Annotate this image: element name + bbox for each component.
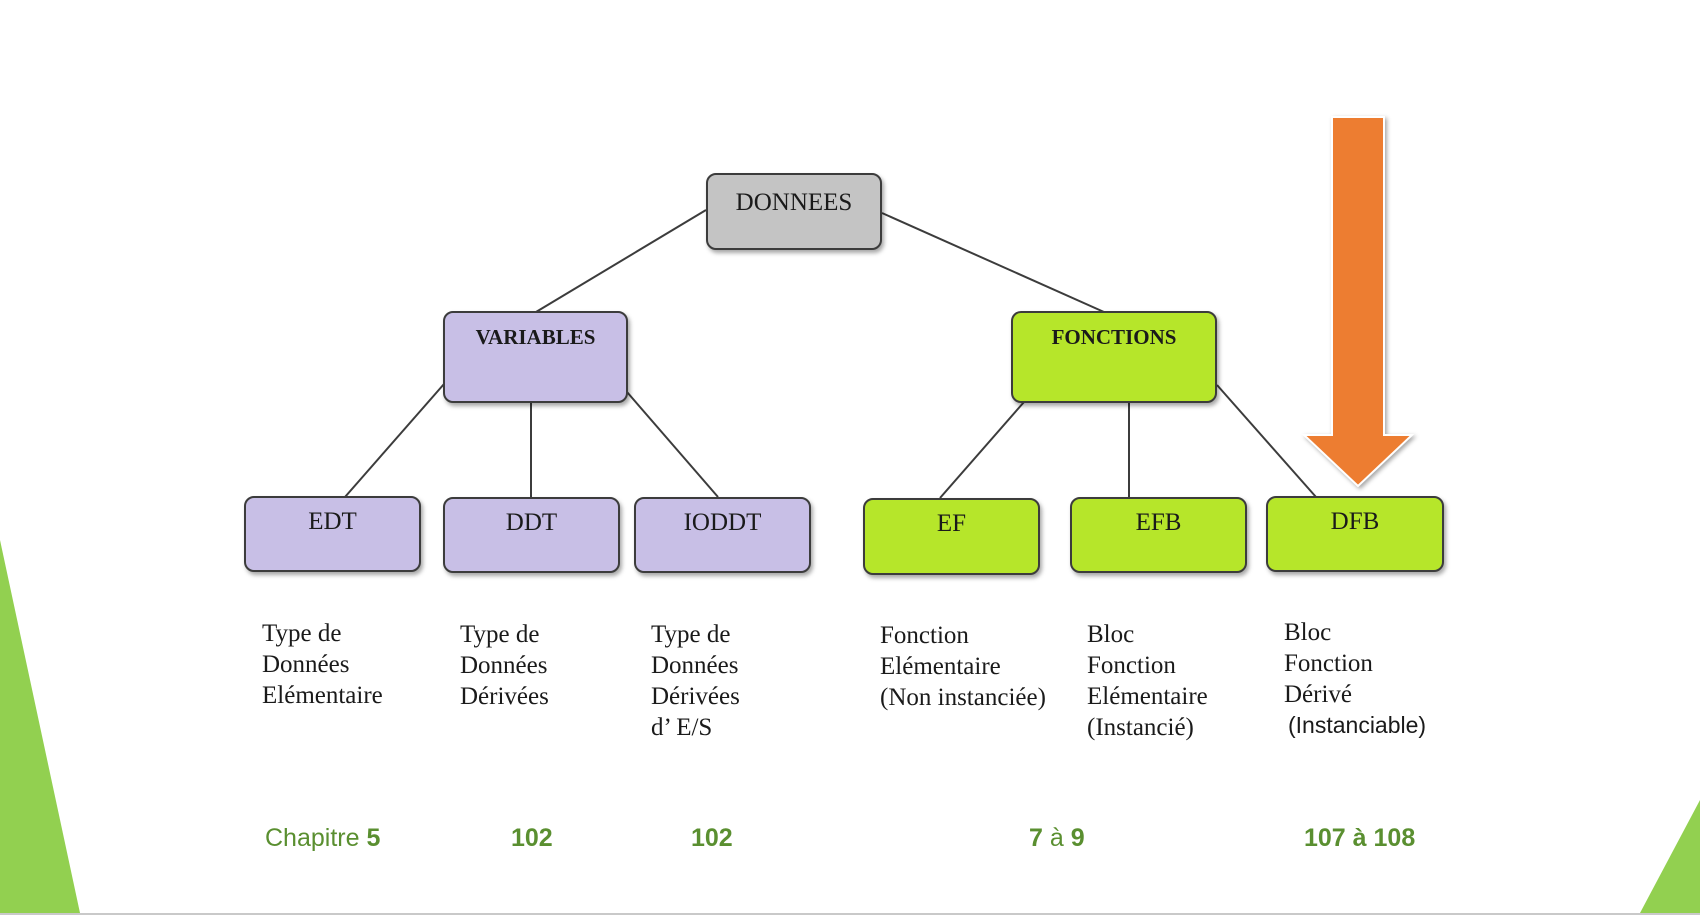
- reference-dfb-pages: 107 à 108: [1304, 824, 1416, 852]
- connector-variables-ioddt: [626, 391, 719, 498]
- node-variables: VARIABLES: [443, 311, 628, 403]
- description-ioddt: Type de Données Dérivées d’ E/S: [651, 621, 740, 741]
- node-edt-label: EDT: [308, 508, 357, 535]
- node-donnees: DONNEES: [706, 173, 882, 250]
- slide-bottom-border: [0, 913, 1700, 915]
- right-accent-triangle: [1640, 800, 1700, 913]
- node-ioddt-label: IODDT: [683, 509, 762, 536]
- description-edt: Type de Données Elémentaire: [262, 620, 383, 709]
- node-donnees-label: DONNEES: [735, 189, 853, 216]
- description-efb: Bloc Fonction Elémentaire (Instancié): [1087, 621, 1208, 741]
- node-ef-label: EF: [936, 510, 967, 537]
- node-efb: EFB: [1070, 497, 1247, 573]
- connector-variables-edt: [344, 383, 445, 498]
- node-ddt-label: DDT: [505, 509, 558, 536]
- node-variables-label: VARIABLES: [475, 325, 596, 349]
- reference-ioddt-page: 102: [691, 824, 733, 852]
- reference-chapitre: Chapitre 5: [265, 824, 381, 852]
- node-ddt: DDT: [443, 497, 620, 573]
- connector-fonctions-dfb: [1216, 384, 1317, 498]
- node-dfb-label: DFB: [1330, 508, 1380, 535]
- node-edt: EDT: [244, 496, 421, 572]
- node-dfb: DFB: [1266, 496, 1444, 572]
- reference-ddt-page: 102: [511, 824, 553, 852]
- connector-root-variables: [535, 209, 707, 313]
- connector-root-fonctions: [881, 212, 1105, 313]
- node-ef: EF: [863, 498, 1040, 575]
- left-accent-triangle: [0, 540, 80, 913]
- node-fonctions: FONCTIONS: [1011, 311, 1217, 403]
- description-dfb: Bloc Fonction Dérivé (Instanciable): [1284, 619, 1427, 738]
- description-ef: Fonction Elémentaire (Non instanciée): [880, 622, 1046, 711]
- connector-fonctions-ef: [939, 401, 1025, 499]
- description-ddt: Type de Données Dérivées: [460, 621, 549, 710]
- reference-fonctions-pages: 7 à 9: [1029, 824, 1085, 852]
- node-fonctions-label: FONCTIONS: [1051, 325, 1177, 349]
- node-ioddt: IODDT: [634, 497, 811, 573]
- node-efb-label: EFB: [1135, 509, 1182, 536]
